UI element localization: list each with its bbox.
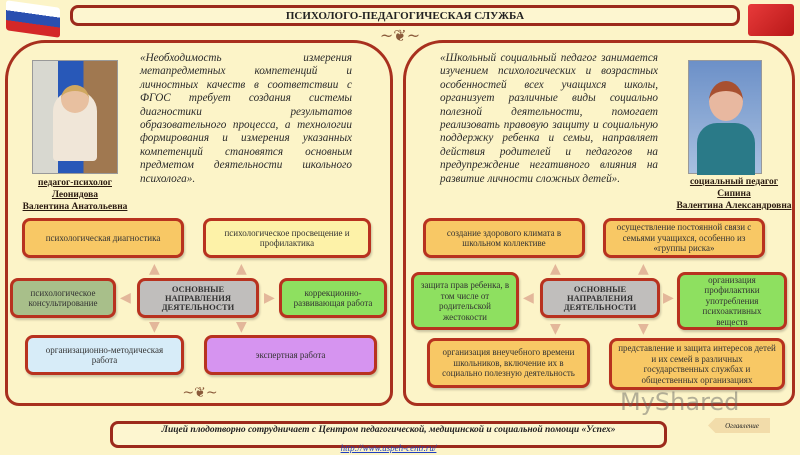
arrow-up-icon: ▲ xyxy=(149,261,160,277)
russian-flag-icon xyxy=(6,0,60,38)
ornament-icon: ~❦~ xyxy=(379,26,421,45)
box-center: ОСНОВНЫЕ НАПРАВЛЕНИЯ ДЕЯТЕЛЬНОСТИ xyxy=(137,278,259,318)
partner-link[interactable]: http://www.uspeh-centr.ru/ xyxy=(340,443,437,453)
box-prevention: организация профилактики употребления пс… xyxy=(677,272,787,330)
arrow-right-icon: ▶ xyxy=(264,290,275,306)
ornament-icon: ~❦~ xyxy=(182,385,218,401)
arrow-down-icon: ▼ xyxy=(550,321,561,337)
box-methodical: организационно-методическая работа xyxy=(25,335,184,375)
box-correction: коррекционно-развивающая работа xyxy=(279,278,387,318)
arrow-left-icon: ◀ xyxy=(120,290,131,306)
arrow-down-icon: ▼ xyxy=(149,319,160,335)
box-climate: создание здорового климата в школьном ко… xyxy=(423,218,585,258)
right-panel xyxy=(403,40,795,406)
arrow-down-icon: ▼ xyxy=(638,321,649,337)
page-title: ПСИХОЛОГО-ПЕДАГОГИЧЕСКАЯ СЛУЖБА xyxy=(285,9,525,22)
box-family-contact: осуществление постоянной связи с семьями… xyxy=(603,218,765,258)
arrow-up-icon: ▲ xyxy=(638,261,649,277)
arrow-up-icon: ▲ xyxy=(550,261,561,277)
box-extracurricular: организация внеучебного времени школьник… xyxy=(427,338,590,388)
psychologist-caption: педагог-психолог Леонидова Валентина Ана… xyxy=(22,178,128,212)
footer-text: Лицей плодотворно сотрудничает с Центром… xyxy=(161,425,616,435)
box-representation: представление и защита интересов детей и… xyxy=(609,338,785,390)
box-consulting: психологическое консультирование xyxy=(10,278,116,318)
box-expert: экспертная работа xyxy=(204,335,377,375)
table-of-contents-button[interactable]: Оглавление xyxy=(708,418,770,433)
watermark: MyShared xyxy=(620,388,740,416)
psychologist-photo xyxy=(32,60,118,174)
social-pedagogue-caption: социальный педагог Сипина Валентина Алек… xyxy=(676,177,792,211)
footer-bar: Лицей плодотворно сотрудничает с Центром… xyxy=(110,421,667,453)
left-panel xyxy=(5,40,393,406)
box-rights-protection: защита прав ребенка, в том числе от роди… xyxy=(411,272,519,330)
box-education: психологическое просвещение и профилакти… xyxy=(203,218,371,258)
arrow-up-icon: ▲ xyxy=(236,261,247,277)
box-center: ОСНОВНЫЕ НАПРАВЛЕНИЯ ДЕЯТЕЛЬНОСТИ xyxy=(540,278,660,318)
social-pedagogue-quote: «Школьный социальный педагог занимается … xyxy=(440,52,658,185)
arrow-left-icon: ◀ xyxy=(523,290,534,306)
red-flag-icon xyxy=(748,4,794,36)
social-pedagogue-photo xyxy=(688,60,762,175)
arrow-right-icon: ▶ xyxy=(663,290,674,306)
title-bar: ПСИХОЛОГО-ПЕДАГОГИЧЕСКАЯ СЛУЖБА xyxy=(70,5,740,26)
psychologist-quote: «Необходимость измерения метапредметных … xyxy=(140,52,352,185)
box-diagnostics: психологическая диагностика xyxy=(22,218,184,258)
arrow-down-icon: ▼ xyxy=(236,319,247,335)
